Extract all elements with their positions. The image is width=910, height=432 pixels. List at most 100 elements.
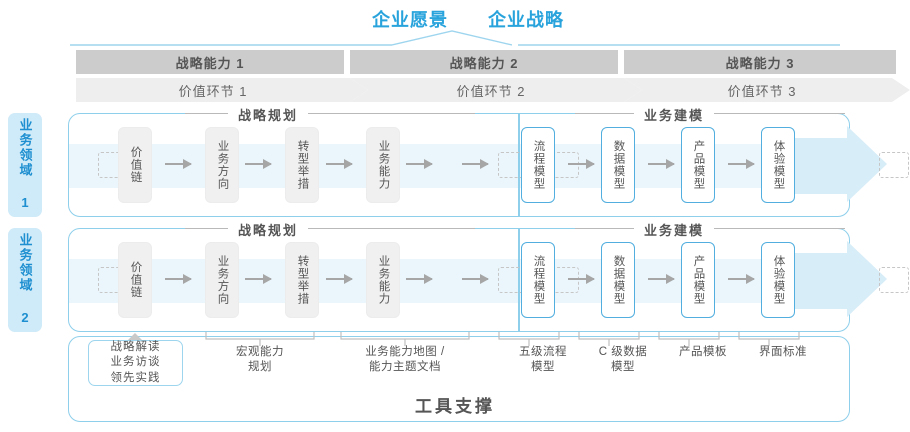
process-box-label: 流程模型 (532, 140, 545, 190)
flow-band-arrow-1 (847, 126, 887, 202)
process-box-label: 产品模型 (692, 255, 705, 305)
brace-connector (205, 332, 315, 346)
section-title-left-1: 战略规划 (228, 105, 309, 124)
row-divider-1 (518, 114, 520, 216)
process-box-modeling[interactable]: 数据模型 (601, 127, 635, 203)
capability-bar-2: 战略能力 2 (350, 50, 618, 74)
process-box-label: 业务方向 (216, 255, 229, 305)
tool-label-line: 界面标准 (759, 346, 807, 358)
process-box-modeling[interactable]: 流程模型 (521, 242, 555, 318)
tool-label-line: 五级流程 (519, 346, 567, 358)
flow-arrow-icon (406, 159, 433, 169)
process-box-label: 业务能力 (377, 140, 390, 190)
flow-arrow-icon (406, 274, 433, 284)
tool-support-container (68, 336, 850, 422)
chevron-shape-2 (350, 78, 642, 102)
placeholder-box (879, 267, 909, 293)
tool-label-line: 宏观能力 (236, 346, 284, 358)
process-box-planning[interactable]: 转型举措 (285, 242, 319, 318)
brace-connector (498, 332, 560, 346)
capability-label-2: 战略能力 2 (449, 55, 519, 71)
placeholder-box (879, 152, 909, 178)
tool-label: C 级数据模型 (578, 345, 668, 375)
process-box-modeling[interactable]: 体验模型 (761, 242, 795, 318)
process-box-planning[interactable]: 转型举措 (285, 127, 319, 203)
process-box-label: 体验模型 (772, 255, 785, 305)
tool-highlight-line-1: 战略解读 (110, 341, 161, 354)
tool-label-line: C 级数据 (598, 346, 648, 358)
capability-label-1: 战略能力 1 (175, 55, 245, 71)
tool-highlight-line-3: 领先实践 (110, 371, 161, 384)
process-box-modeling[interactable]: 产品模型 (681, 242, 715, 318)
section-title-right-2: 业务建模 (634, 220, 715, 239)
process-box-planning[interactable]: 价值链 (118, 127, 152, 203)
flow-band-tail-1 (789, 138, 849, 194)
value-link-bar-3: 价值环节 3 (624, 78, 910, 102)
flow-band-1 (69, 144, 849, 188)
brace-connector (578, 332, 640, 346)
capability-bar-1: 战略能力 1 (76, 50, 344, 74)
process-box-planning[interactable]: 业务方向 (205, 127, 239, 203)
process-box-planning[interactable]: 价值链 (118, 242, 152, 318)
tool-label-line: 产品模板 (679, 346, 727, 358)
tool-highlight-line-2: 业务访谈 (110, 356, 161, 369)
tool-highlight-box[interactable]: 战略解读 业务访谈 领先实践 (88, 340, 183, 386)
value-link-label-2: 价值环节 2 (456, 83, 526, 99)
tool-label-line: 业务能力地图 / (365, 346, 445, 358)
process-box-label: 价值链 (129, 261, 142, 299)
tool-label-line: 能力主题文档 (369, 361, 441, 374)
tool-label-line: 规划 (248, 361, 272, 374)
flow-arrow-icon (648, 159, 675, 169)
flow-arrow-icon (326, 274, 353, 284)
tool-label: 界面标准 (738, 345, 828, 360)
process-box-label: 业务能力 (377, 255, 390, 305)
flow-arrow-icon (568, 274, 595, 284)
section-rule-left-1 (185, 113, 475, 114)
brace-connector (658, 332, 720, 346)
brace-connector (738, 332, 800, 346)
value-link-bar-1: 价值环节 1 (76, 78, 368, 102)
domain-label-2: 业务领域 2 (17, 233, 33, 327)
up-arrow-icon (126, 333, 144, 342)
capability-bar-3: 战略能力 3 (624, 50, 896, 74)
process-box-label: 数据模型 (612, 255, 625, 305)
vision-notch-icon (392, 30, 512, 46)
domain-label-1: 业务领域 1 (17, 118, 33, 212)
flow-band-arrow-2 (847, 241, 887, 317)
enterprise-strategy-title: 企业战略 (488, 10, 564, 30)
process-box-planning[interactable]: 业务能力 (366, 242, 400, 318)
process-box-modeling[interactable]: 产品模型 (681, 127, 715, 203)
process-box-label: 流程模型 (532, 255, 545, 305)
process-box-label: 转型举措 (296, 255, 309, 305)
flow-arrow-icon (728, 274, 755, 284)
value-link-bar-2: 价值环节 2 (350, 78, 642, 102)
process-box-label: 业务方向 (216, 140, 229, 190)
chevron-shape-3 (624, 78, 910, 102)
tool-support-title: 工具支撑 (415, 397, 495, 416)
top-rule (70, 44, 840, 46)
process-box-label: 转型举措 (296, 140, 309, 190)
enterprise-vision-title: 企业愿景 (372, 10, 448, 30)
flow-arrow-icon (728, 159, 755, 169)
flow-arrow-icon (245, 274, 272, 284)
tool-label: 五级流程模型 (498, 345, 588, 375)
process-box-planning[interactable]: 业务能力 (366, 127, 400, 203)
flow-arrow-icon (568, 159, 595, 169)
flow-arrow-icon (245, 159, 272, 169)
process-box-modeling[interactable]: 体验模型 (761, 127, 795, 203)
process-box-modeling[interactable]: 数据模型 (601, 242, 635, 318)
process-box-planning[interactable]: 业务方向 (205, 242, 239, 318)
section-rule-left-2 (185, 228, 475, 229)
process-box-modeling[interactable]: 流程模型 (521, 127, 555, 203)
flow-arrow-icon (462, 274, 489, 284)
row-divider-2 (518, 229, 520, 331)
flow-band-2 (69, 259, 849, 303)
sidebar-item-domain-2[interactable]: 业务领域 2 (8, 228, 42, 332)
process-box-label: 价值链 (129, 146, 142, 184)
tool-label-line: 模型 (531, 361, 555, 374)
sidebar-item-domain-1[interactable]: 业务领域 1 (8, 113, 42, 217)
flow-band-tail-2 (789, 253, 849, 309)
brace-connector (340, 332, 470, 346)
process-box-label: 产品模型 (692, 140, 705, 190)
chevron-shape-1 (76, 78, 368, 102)
